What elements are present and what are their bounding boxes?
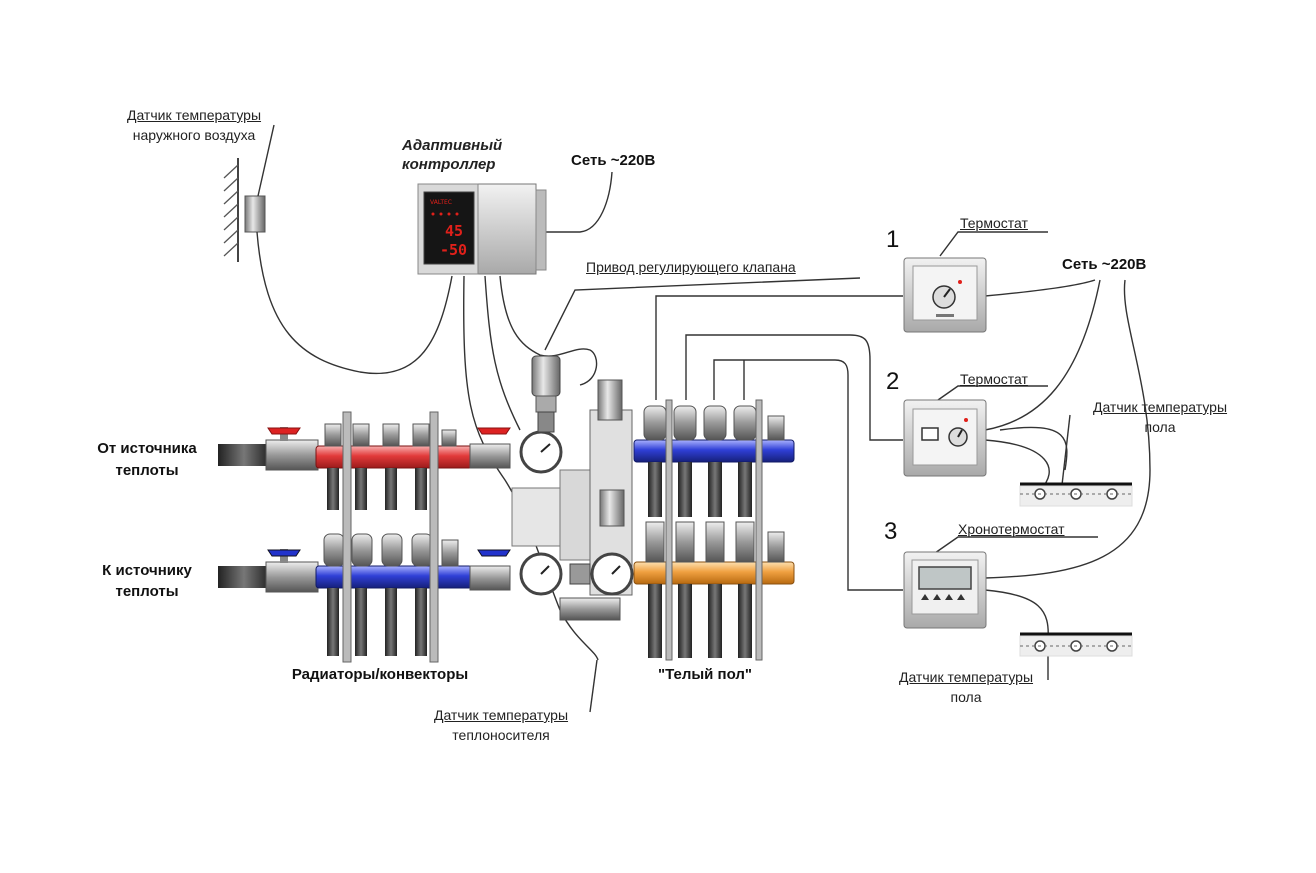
valve-drive-label: Привод регулирующего клапана [586, 259, 796, 275]
outdoor-sensor-label-2: наружного воздуха [132, 127, 256, 143]
controller-value-2: -50 [440, 241, 467, 259]
mains-label-right: Сеть ~220В [1062, 256, 1147, 273]
manifold-brackets-right [665, 399, 763, 661]
floor-sensor-bottom-label-1: Датчик температуры [898, 669, 1034, 685]
floor-section-top [1019, 482, 1133, 507]
floor-supply-manifold [633, 405, 795, 517]
radiator-return-manifold [315, 533, 473, 656]
floor-sensor-bottom-label-2: пола [950, 689, 982, 705]
floor-heating-label: "Телый пол" [657, 666, 753, 683]
number-2: 2 [886, 368, 900, 395]
floor-sensor-top-label-2: пола [1144, 419, 1176, 435]
chronothermostat-device [903, 551, 987, 629]
manifold-brackets-left [342, 411, 439, 663]
chronothermostat-label: Хронотермостат [958, 521, 1065, 537]
controller-value-1: 45 [445, 222, 463, 240]
outdoor-wall [223, 158, 239, 262]
adaptive-controller: VALTEC 45 -50 [417, 183, 547, 275]
thermostat-1-label: Термостат [960, 215, 1028, 231]
thermostat-2-device [903, 399, 987, 477]
coolant-sensor-label-1: Датчик температуры [433, 707, 569, 723]
floor-sensor-top-label-1: Датчик температуры [1092, 399, 1228, 415]
outdoor-sensor-box [244, 195, 266, 233]
valve-actuator [531, 355, 561, 433]
radiator-supply-manifold [315, 423, 473, 510]
floor-section-bottom [1019, 632, 1133, 657]
floor-return-manifold [633, 521, 795, 658]
mixing-unit [469, 379, 634, 621]
coolant-sensor-label-2: теплоносителя [452, 727, 550, 743]
to-source-label-1: К источнику [102, 562, 192, 579]
thermostat-1-device [903, 257, 987, 333]
controller-title-2: контроллер [402, 156, 496, 173]
return-outlet-pipe [218, 549, 319, 593]
number-3: 3 [884, 518, 898, 545]
controller-brand: VALTEC [430, 199, 452, 206]
radiators-label: Радиаторы/конвекторы [291, 666, 469, 683]
from-source-label-1: От источника [97, 440, 197, 457]
to-source-label-2: теплоты [115, 583, 179, 600]
mains-label-top: Сеть ~220В [571, 152, 656, 169]
thermostat-2-label: Термостат [960, 371, 1028, 387]
controller-title-1: Адаптивный [402, 137, 503, 154]
from-source-label-2: теплоты [115, 462, 179, 479]
outdoor-sensor-label-1: Датчик температуры [126, 107, 262, 123]
supply-inlet-pipe [218, 427, 319, 471]
number-1: 1 [886, 226, 900, 253]
